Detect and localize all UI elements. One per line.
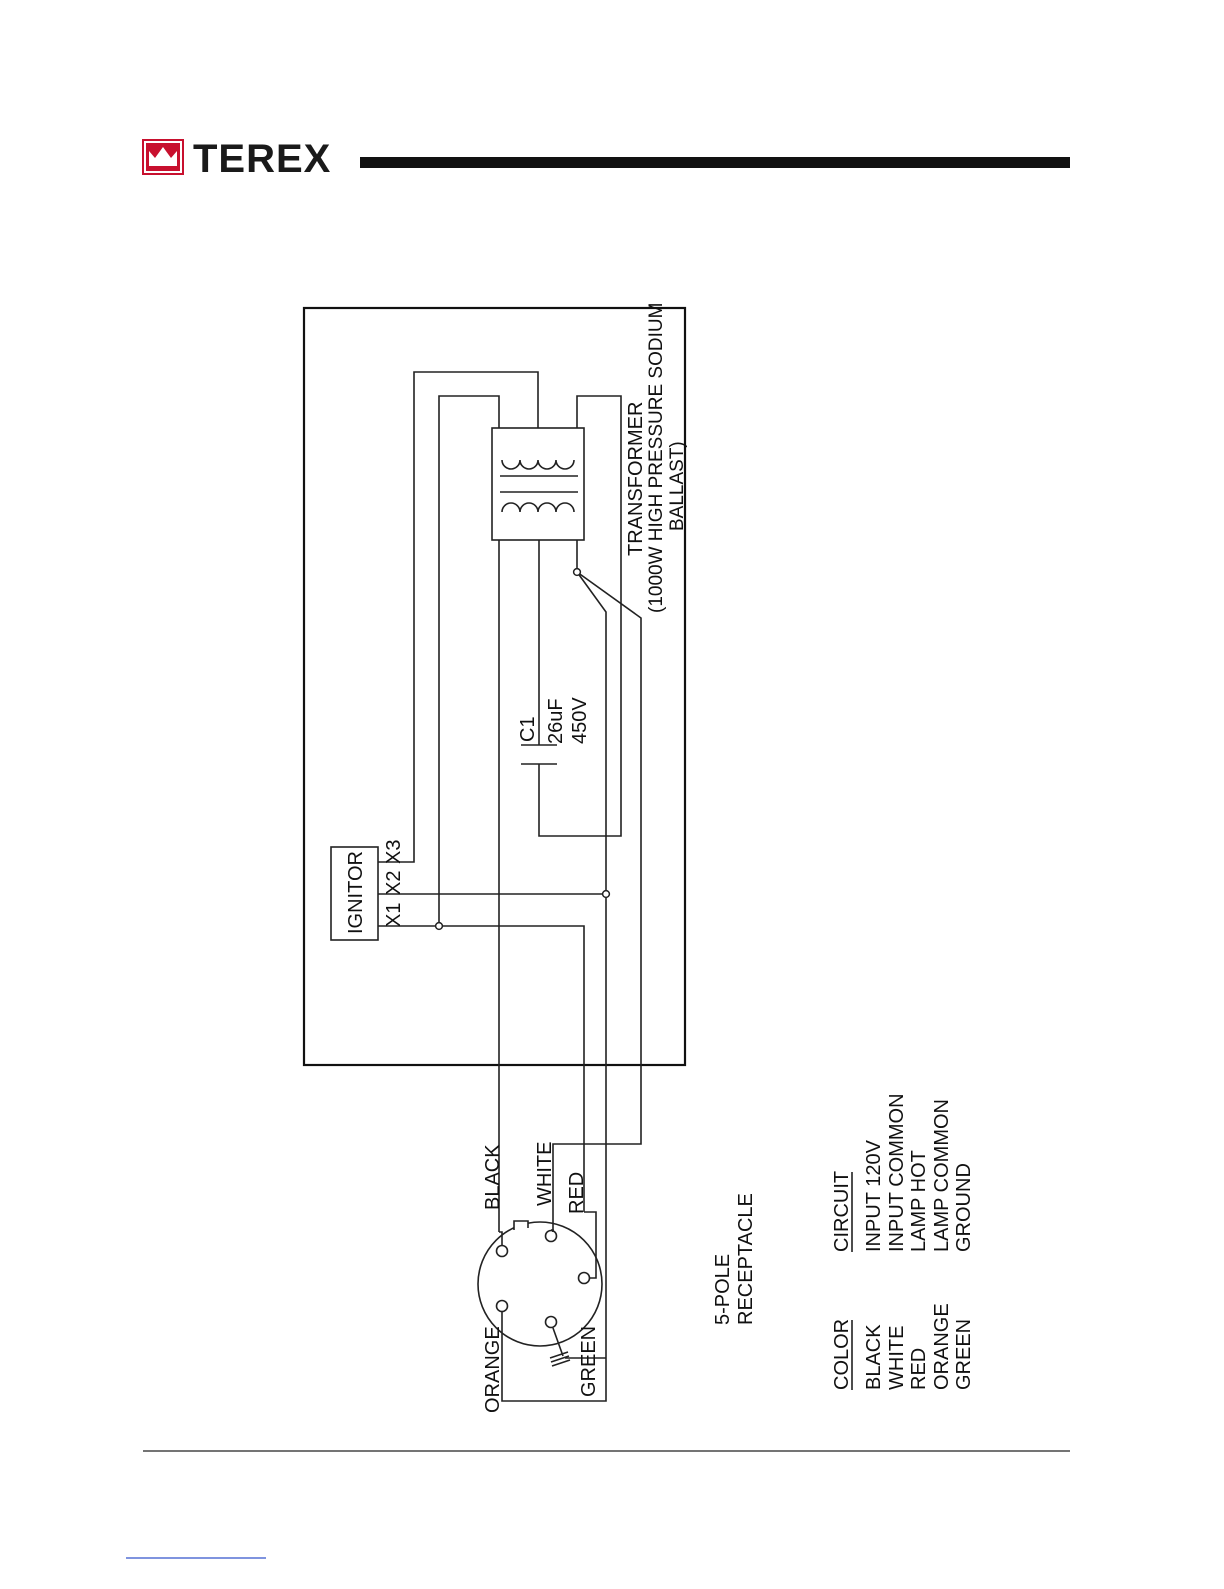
- legend-color-header-wrap: COLOR: [831, 1319, 853, 1390]
- legend-row-color: GREEN: [953, 1319, 975, 1390]
- legend-row: LAMP HOT: [908, 1150, 930, 1252]
- terminal-x3-wrap: X3: [383, 840, 405, 864]
- legend-row: BLACK: [863, 1324, 885, 1390]
- legend-row-circuit: INPUT 120V: [863, 1139, 885, 1252]
- legend-row: INPUT 120V: [863, 1139, 885, 1252]
- transformer-body: [492, 428, 584, 540]
- capacitor-value-label: 26uF: [545, 698, 567, 744]
- legend-row: ORANGE: [931, 1303, 953, 1390]
- wire-color-legend: COLOR CIRCUIT BLACK WHITE RED ORANGE GRE…: [831, 1093, 975, 1390]
- legend-row-color: ORANGE: [931, 1303, 953, 1390]
- capacitor-name-label: C1: [517, 716, 539, 742]
- receptacle-title-line2: RECEPTACLE: [735, 1193, 757, 1325]
- wire-x3: [378, 372, 538, 862]
- legend-circuit-header: CIRCUIT: [831, 1171, 853, 1252]
- capacitor-name: C1: [517, 716, 539, 742]
- label-green: GREEN: [578, 1326, 600, 1397]
- terminal-x1: X1: [383, 903, 405, 927]
- transformer-label: TRANSFORMER: [625, 402, 647, 556]
- legend-row: LAMP COMMON: [931, 1099, 953, 1252]
- legend-row: GROUND: [953, 1163, 975, 1252]
- capacitor-voltage-label: 450V: [569, 697, 591, 744]
- legend-row: WHITE: [886, 1326, 908, 1390]
- terminal-x2: X2: [383, 871, 405, 895]
- brand-wordmark: TEREX: [193, 137, 331, 181]
- transformer-primary-coil: [502, 503, 574, 512]
- legend-row-color: BLACK: [863, 1324, 885, 1390]
- label-orange: ORANGE: [482, 1326, 504, 1413]
- capacitor-c1: [521, 745, 557, 764]
- legend-row-color: WHITE: [886, 1326, 908, 1390]
- pin-red: [579, 1273, 590, 1284]
- transformer-title: TRANSFORMER: [625, 402, 647, 556]
- label-black-wrap: BLACK: [482, 1144, 504, 1210]
- terex-logo: TEREX: [143, 137, 331, 181]
- internal-wiring: [378, 372, 641, 1401]
- receptacle-key-notch: [514, 1221, 528, 1230]
- wire-pin-red: [584, 1212, 596, 1278]
- label-white-wrap: WHITE: [534, 1142, 556, 1206]
- wire-transformer-to-x1-node: [439, 396, 499, 926]
- transformer-desc-label: (1000W HIGH PRESSURE SODIUM: [646, 303, 667, 613]
- terminal-x2-wrap: X2: [383, 871, 405, 895]
- junction-dot: [574, 569, 581, 576]
- legend-row-circuit: GROUND: [953, 1163, 975, 1252]
- legend-row-circuit: LAMP HOT: [908, 1150, 930, 1252]
- terminal-x1-wrap: X1: [383, 903, 405, 927]
- wire-tap-to-white: [553, 572, 641, 1232]
- capacitor-voltage: 450V: [569, 697, 591, 744]
- capacitor-value: 26uF: [545, 698, 567, 744]
- transformer-description: (1000W HIGH PRESSURE SODIUM: [646, 303, 667, 613]
- pin-black: [497, 1246, 508, 1257]
- legend-row: RED: [908, 1348, 930, 1390]
- label-orange-wrap: ORANGE: [482, 1326, 504, 1413]
- legend-circuit-header-wrap: CIRCUIT: [831, 1171, 853, 1252]
- label-white: WHITE: [534, 1142, 556, 1206]
- legend-row-circuit: INPUT COMMON: [886, 1093, 908, 1252]
- legend-row-color: RED: [908, 1348, 930, 1390]
- transformer-desc2-label: BALLAST): [667, 441, 688, 531]
- label-red-wrap: RED: [566, 1172, 588, 1214]
- ground-icon: [550, 1352, 570, 1366]
- legend-row: GREEN: [953, 1319, 975, 1390]
- pin-orange: [497, 1301, 508, 1312]
- legend-row-circuit: LAMP COMMON: [931, 1099, 953, 1252]
- legend-color-header: COLOR: [831, 1319, 853, 1390]
- transformer-secondary-coil: [502, 460, 574, 469]
- header-rule: [360, 157, 1070, 168]
- pin-green: [546, 1317, 557, 1328]
- legend-row: INPUT COMMON: [886, 1093, 908, 1252]
- receptacle-title-line1: 5-POLE: [712, 1254, 734, 1325]
- label-green-wrap: GREEN: [578, 1326, 600, 1397]
- receptacle-title-wrap-2: RECEPTACLE: [735, 1193, 757, 1325]
- receptacle-title-wrap: 5-POLE: [712, 1254, 734, 1325]
- pin-white: [546, 1231, 557, 1242]
- ignitor-label: IGNITOR: [345, 851, 367, 934]
- label-red: RED: [566, 1172, 588, 1214]
- transformer-description-2: BALLAST): [667, 441, 688, 531]
- ignitor: IGNITOR X1 X2 X3: [331, 840, 405, 940]
- terminal-x3: X3: [383, 840, 405, 864]
- ignitor-label-wrap: IGNITOR: [345, 851, 367, 934]
- wire-tap-to-orange: [502, 572, 606, 1401]
- transformer: [492, 428, 584, 540]
- wire-pin-black: [499, 1232, 502, 1245]
- junction-dot: [603, 891, 610, 898]
- junction-dot: [436, 923, 443, 930]
- wire-transformer-right: [539, 396, 621, 836]
- label-black: BLACK: [482, 1144, 504, 1210]
